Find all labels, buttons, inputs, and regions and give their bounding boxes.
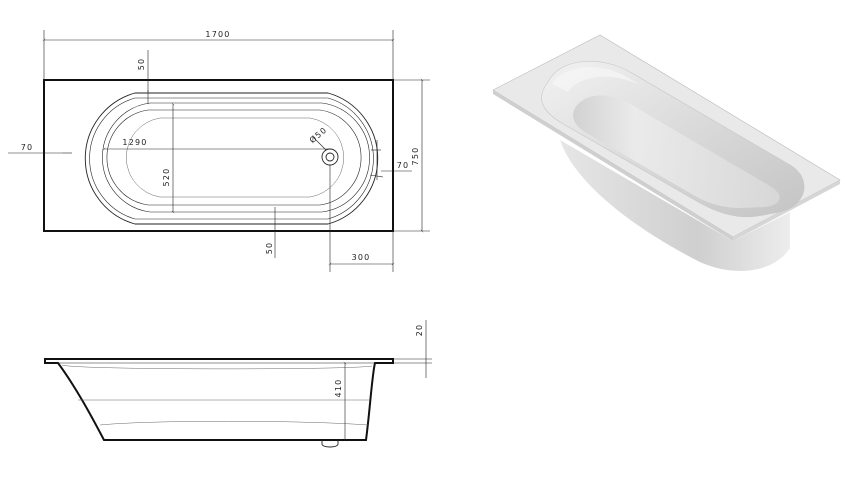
drain-outer	[321, 148, 339, 166]
dim-overall-length: 1700	[205, 30, 230, 39]
basin-floor-inner	[126, 117, 344, 198]
side-view: 20 410	[44, 320, 432, 448]
top-view: 1700 50 750 70 70 1290 520 Ø50 50 300	[8, 30, 430, 272]
rim-inner-outline	[89, 97, 374, 220]
dim-rim-thickness: 20	[415, 324, 424, 337]
top-view-outline	[43, 79, 394, 232]
dim-rim-bottom: 50	[265, 242, 274, 255]
basin-floor-outline	[106, 109, 362, 206]
basin-outer-outline	[102, 102, 370, 213]
dim-inner-width: 520	[162, 168, 171, 187]
dim-overall-width: 750	[411, 147, 420, 166]
dim-drain-offset: 300	[352, 253, 371, 262]
dim-depth: 410	[334, 379, 343, 398]
render-exterior	[560, 140, 790, 271]
dim-inner-length: 1290	[122, 138, 147, 147]
dim-rim-left: 70	[21, 143, 34, 152]
side-view-outline	[44, 358, 394, 441]
dim-rim-right: 70	[397, 161, 410, 170]
rim-outline	[84, 92, 379, 225]
dim-rim-top: 50	[137, 58, 146, 71]
bathtub-3d-render	[492, 34, 841, 271]
drain-inner	[325, 152, 335, 162]
